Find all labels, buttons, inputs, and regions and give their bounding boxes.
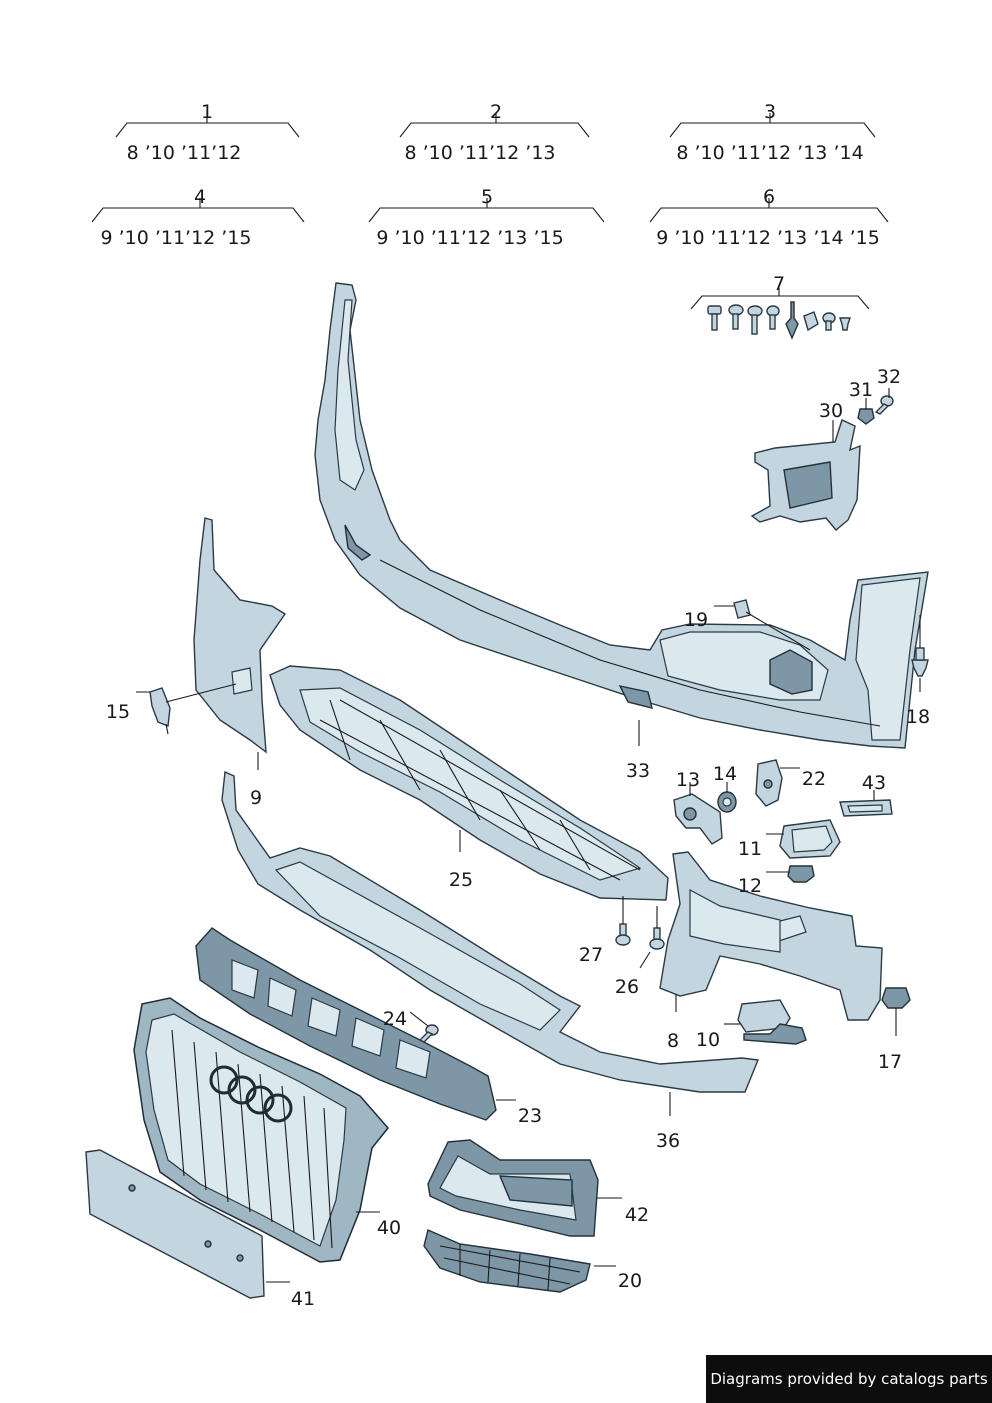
clip-icon — [785, 301, 799, 340]
callout-13: 13 — [676, 769, 700, 791]
callout-1: 1 — [201, 101, 213, 123]
callout-7: 7 — [773, 273, 785, 295]
bracket-30 — [750, 419, 861, 531]
callout-18: 18 — [906, 706, 930, 728]
cap-15 — [149, 687, 171, 735]
callout-43: 43 — [862, 772, 886, 794]
callout-23: 23 — [518, 1105, 542, 1127]
main-grille-40 — [133, 997, 389, 1263]
rivet-icon — [839, 317, 851, 331]
callout-32: 32 — [877, 366, 901, 388]
callout-9: 9 — [250, 787, 262, 809]
year-codes-3: 8 ’10 ’11’12 ’13 ’14 — [676, 142, 863, 164]
callout-42: 42 — [625, 1204, 649, 1226]
honeycomb-grille-20 — [423, 1229, 591, 1293]
leader-26 — [639, 906, 658, 969]
callout-14: 14 — [713, 763, 737, 785]
callout-17: 17 — [878, 1051, 902, 1073]
plate-holder-41 — [85, 1149, 265, 1299]
callout-25: 25 — [449, 869, 473, 891]
callout-15: 15 — [106, 701, 130, 723]
callout-27: 27 — [579, 944, 603, 966]
callout-3: 3 — [764, 101, 776, 123]
variant-header-3: 3 8 ’10 ’11’12 ’13 ’14 — [669, 101, 876, 164]
leader-24 — [409, 1011, 429, 1027]
callout-33: 33 — [626, 760, 650, 782]
variant-header-2: 2 8 ’10 ’11’12 ’13 — [399, 101, 590, 164]
year-codes-2: 8 ’10 ’11’12 ’13 — [404, 142, 555, 164]
fastener-kit-7: 7 — [690, 273, 870, 340]
brand-rings-logo — [209, 1065, 293, 1123]
screw-24 — [418, 1024, 439, 1043]
trim-43 — [839, 799, 893, 817]
watermark-banner: Diagrams provided by catalogs parts — [706, 1355, 992, 1403]
year-codes-5: 9 ’10 ’11’12 ’13 ’15 — [376, 227, 563, 249]
callout-31: 31 — [849, 379, 873, 401]
screw-icon — [766, 305, 780, 330]
clip-12 — [787, 865, 815, 883]
callout-5: 5 — [481, 186, 493, 208]
variant-header-5: 5 9 ’10 ’11’12 ’13 ’15 — [368, 186, 605, 249]
clip-31 — [857, 408, 875, 425]
callout-41: 41 — [291, 1288, 315, 1310]
carrier-25 — [269, 665, 669, 901]
clip-19 — [733, 599, 751, 619]
trim-strip-36 — [221, 770, 759, 1093]
screw-icon — [747, 305, 763, 335]
callout-12: 12 — [738, 875, 762, 897]
callout-20: 20 — [618, 1270, 642, 1292]
variant-header-6: 6 9 ’10 ’11’12 ’13 ’14 ’15 — [649, 186, 889, 249]
bolt-26 — [649, 927, 665, 950]
side-panel-9 — [193, 517, 286, 754]
callout-6: 6 — [763, 186, 775, 208]
variant-header-4: 4 9 ’10 ’11’12 ’15 — [91, 186, 305, 249]
callout-19: 19 — [684, 609, 708, 631]
leader-19 — [714, 605, 811, 651]
fog-surround-42 — [427, 1139, 599, 1237]
nut-icon — [803, 311, 819, 332]
bumper-cover-33 — [314, 282, 929, 749]
sensor-holder-22 — [755, 759, 783, 807]
callout-2: 2 — [490, 101, 502, 123]
screw-icon — [728, 304, 744, 330]
callout-30: 30 — [819, 400, 843, 422]
leader-15 — [136, 683, 237, 703]
side-panel-8 — [659, 851, 883, 1021]
callout-10: 10 — [696, 1029, 720, 1051]
callout-22: 22 — [802, 768, 826, 790]
year-codes-4: 9 ’10 ’11’12 ’15 — [100, 227, 251, 249]
bolt-27 — [615, 923, 631, 946]
clip-17 — [881, 987, 911, 1009]
screw-32 — [874, 395, 894, 415]
callout-40: 40 — [377, 1217, 401, 1239]
sensor-bracket-13 — [673, 793, 723, 845]
grommet-14 — [717, 791, 737, 813]
callout-26: 26 — [615, 976, 639, 998]
lower-grille-23 — [195, 927, 497, 1121]
tow-cap-10 — [737, 999, 807, 1045]
callout-8: 8 — [667, 1030, 679, 1052]
callout-4: 4 — [194, 186, 206, 208]
callout-24: 24 — [383, 1008, 407, 1030]
screw-icon — [707, 305, 722, 331]
year-codes-1: 8 ’10 ’11’12 — [127, 142, 242, 164]
variant-header-1: 1 8 ’10 ’11’12 — [115, 101, 300, 164]
screw-icon — [822, 312, 836, 331]
tow-frame-11 — [779, 819, 841, 859]
year-codes-6: 9 ’10 ’11’12 ’13 ’14 ’15 — [656, 227, 880, 249]
callout-36: 36 — [656, 1130, 680, 1152]
callout-11: 11 — [738, 838, 762, 860]
